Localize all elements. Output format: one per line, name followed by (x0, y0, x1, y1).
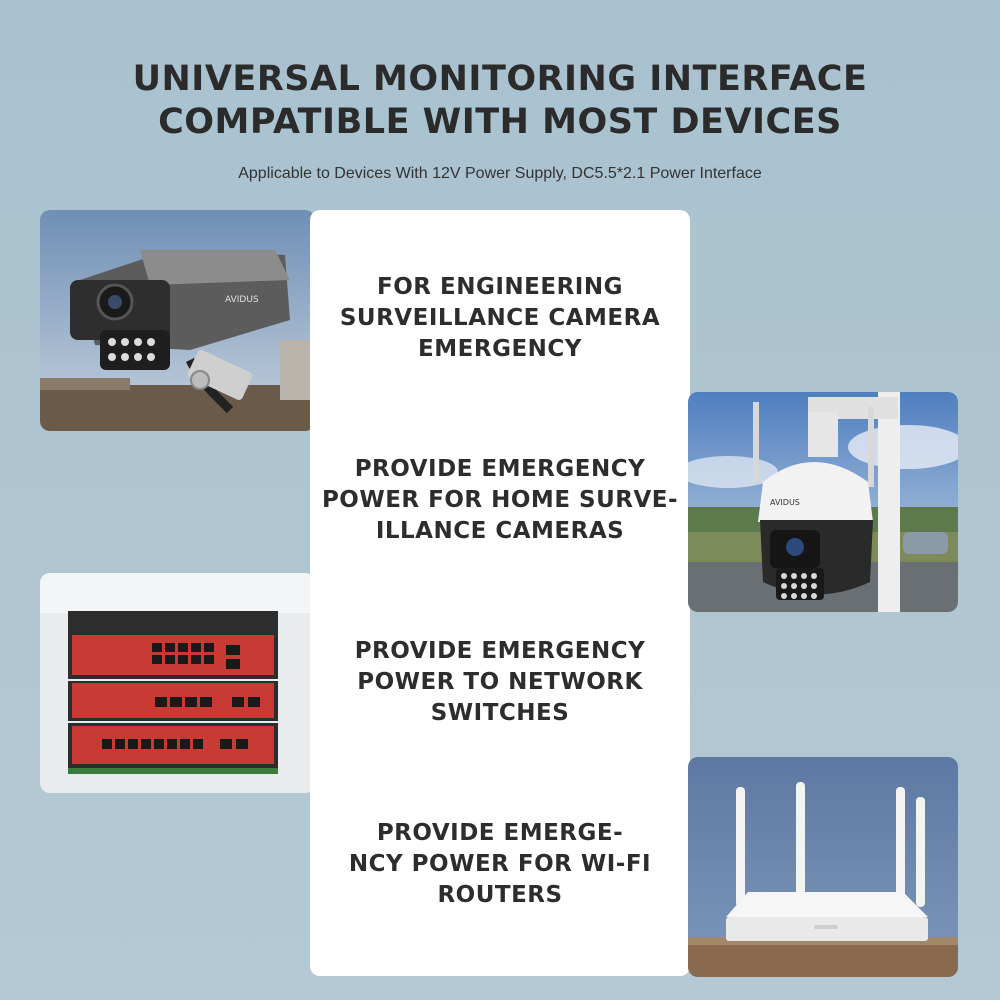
feature-network-switches: PROVIDE EMERGENCY POWER TO NETWORK SWITC… (310, 636, 690, 729)
page-subtitle: Applicable to Devices With 12V Power Sup… (238, 165, 762, 182)
feature-engineering-camera: FOR ENGINEERING SURVEILLANCE CAMERA EMER… (310, 272, 690, 365)
feature-line: ILLANCE CAMERAS (375, 518, 625, 544)
dome-camera-photo: AVIDUS (688, 392, 958, 612)
feature-line: ROUTERS (437, 882, 563, 908)
page-title: UNIVERSAL MONITORING INTERFACE COMPATIBL… (0, 58, 1000, 144)
feature-line: NCY POWER FOR WI-FI (348, 851, 652, 877)
feature-line: EMERGENCY (418, 336, 582, 362)
feature-line: SURVEILLANCE CAMERA (339, 305, 661, 331)
feature-line: SWITCHES (430, 700, 570, 726)
feature-home-camera: PROVIDE EMERGENCY POWER FOR HOME SURVE- … (310, 454, 690, 547)
feature-line: FOR ENGINEERING (377, 274, 623, 300)
wifi-router-photo (688, 757, 958, 977)
feature-panel: FOR ENGINEERING SURVEILLANCE CAMERA EMER… (310, 210, 690, 976)
feature-line: POWER FOR HOME SURVE- (321, 487, 679, 513)
feature-line: PROVIDE EMERGENCY (354, 456, 646, 482)
bullet-camera-photo: AVIDUS (40, 210, 315, 431)
dome-camera-brand: AVIDUS (770, 498, 800, 507)
title-line-1: UNIVERSAL MONITORING INTERFACE (132, 59, 868, 99)
feature-wifi-routers: PROVIDE EMERGE- NCY POWER FOR WI-FI ROUT… (310, 818, 690, 911)
network-switches-photo (40, 573, 315, 793)
feature-line: POWER TO NETWORK (357, 669, 643, 695)
title-line-2: COMPATIBLE WITH MOST DEVICES (158, 102, 842, 142)
bullet-camera-brand: AVIDUS (225, 295, 259, 305)
feature-line: PROVIDE EMERGE- (376, 820, 624, 846)
feature-line: PROVIDE EMERGENCY (354, 638, 646, 664)
